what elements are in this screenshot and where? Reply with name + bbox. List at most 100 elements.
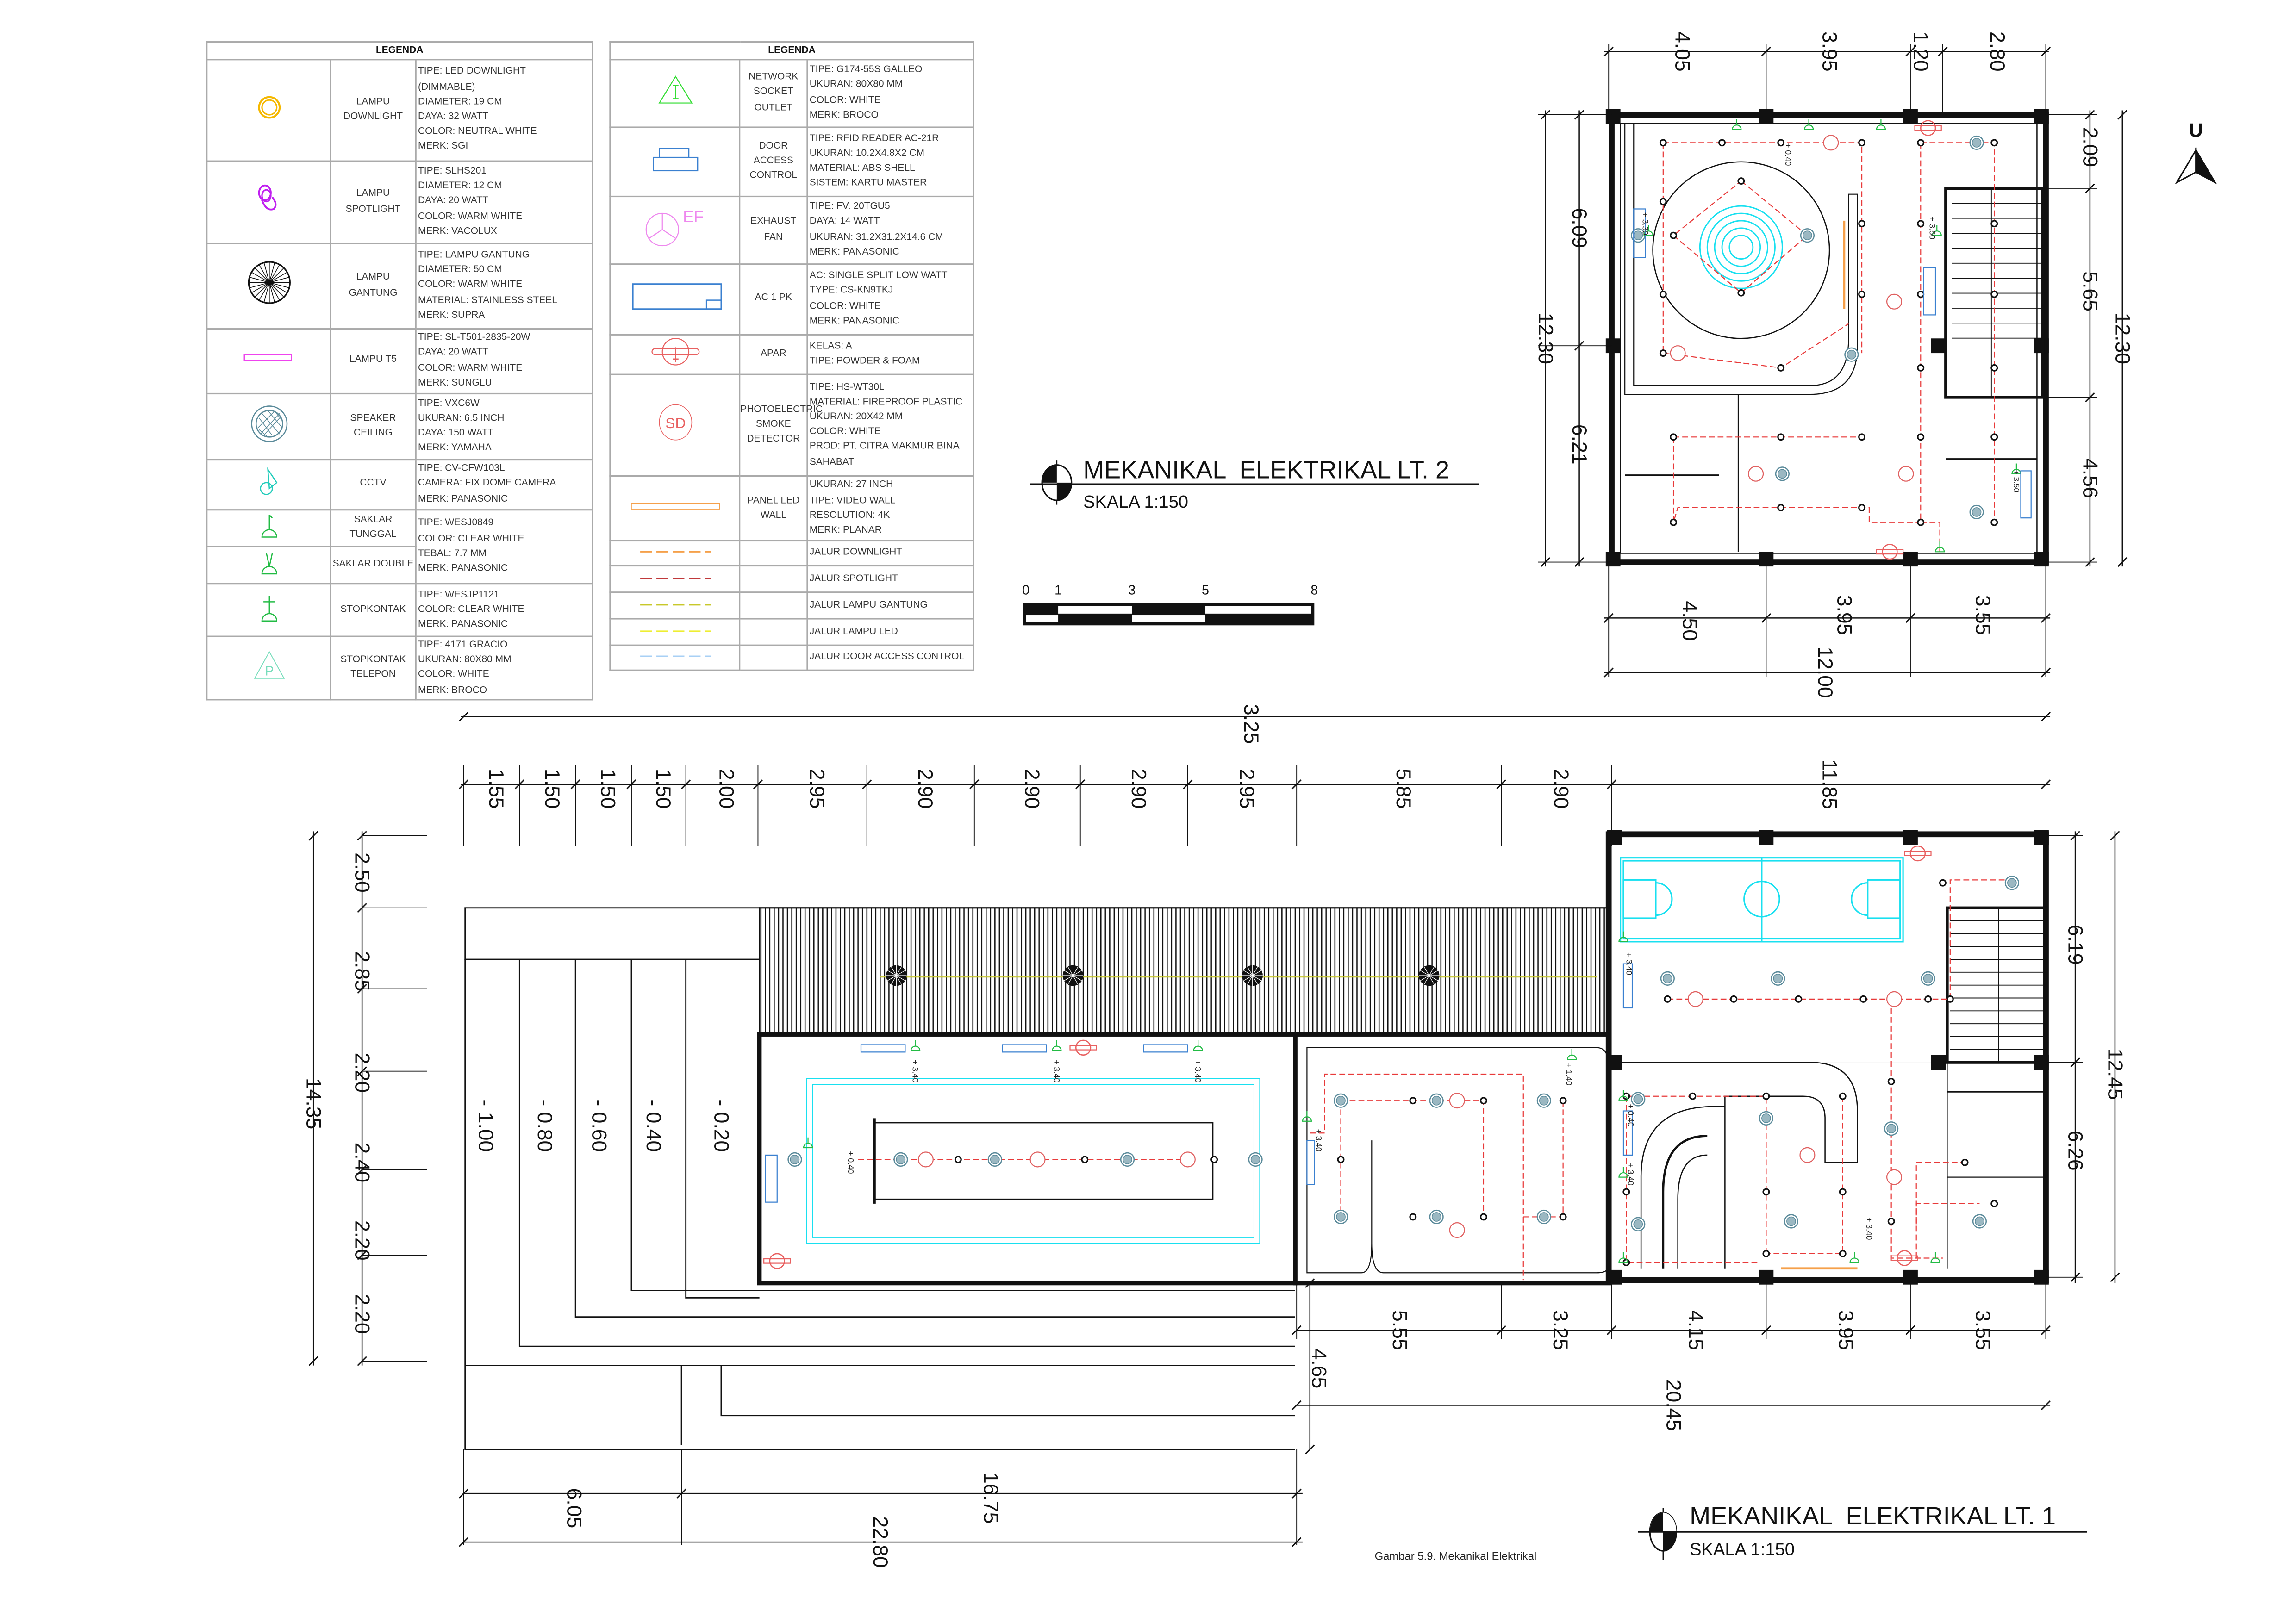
dimension-label: 5.65	[2078, 271, 2101, 311]
legend-item-spec: JALUR LAMPU LED	[806, 618, 974, 647]
legend-name-line: EXHAUST FAN	[750, 217, 797, 243]
plan-title-lt1: MEKANIKAL ELEKTRIKAL LT. 1	[1690, 1502, 2056, 1530]
legend-symbol	[609, 565, 741, 593]
downlight-icon	[1887, 1218, 1895, 1225]
ac-unit-icon	[1306, 1139, 1315, 1185]
smoke-detector-icon	[917, 1151, 934, 1168]
legend-spec-line: JALUR DOWNLIGHT	[809, 547, 903, 558]
legend-row: JALUR DOOR ACCESS CONTROL	[609, 645, 974, 672]
legend-spec-line: JALUR LAMPU LED	[809, 626, 898, 637]
ac-unit-icon	[624, 284, 727, 315]
legend-symbol	[206, 459, 331, 511]
scale-bar-label: 5	[1202, 583, 1209, 598]
dimension-label: 1.55	[485, 769, 507, 809]
ceiling-speaker-icon	[1120, 1152, 1135, 1167]
dimension-label: 5.55	[1388, 1310, 1411, 1350]
legend-spec-line: DAYA: 150 WATT	[418, 428, 494, 439]
legend-spec-line: SISTEM: KARTU MASTER	[809, 178, 927, 189]
legend-row: SAKLAR DOUBLE	[206, 546, 593, 585]
downlight-icon	[1917, 518, 1925, 526]
downlight-icon	[1839, 1092, 1847, 1100]
dimension-label: 5.85	[1392, 769, 1415, 809]
downlight-icon	[1337, 1156, 1345, 1163]
legend-row: JALUR LAMPU LED	[609, 618, 974, 647]
legend-spec-line: TIPE: WESJ0849	[418, 518, 494, 529]
legend-item-name: STOPKONTAK	[330, 583, 417, 638]
downlight-icon	[1917, 290, 1925, 298]
dashed-line-icon	[636, 652, 713, 662]
elevation-label: + 3.40	[1865, 1217, 1874, 1240]
dimension-label: 2.00	[715, 769, 738, 809]
legend-name-line: DOOR ACCESS	[753, 141, 793, 166]
legend-symbol	[206, 509, 331, 548]
legend-name-line: SMOKE	[755, 419, 791, 430]
column	[1759, 830, 1774, 845]
legend-spec-line: TYPE: CS-KN9TKJ	[809, 286, 893, 297]
pendant-lamps	[886, 965, 1440, 986]
switch-icon	[1052, 1040, 1062, 1051]
legend-symbol	[609, 540, 741, 567]
switch-icon	[1930, 1252, 1940, 1263]
downlight-icon	[1887, 1077, 1895, 1085]
legend-symbol: EF	[609, 195, 741, 265]
legend-spec-line: (DIMMABLE)	[418, 81, 475, 93]
legend-item-name	[739, 645, 808, 672]
terrace-deck	[759, 907, 1610, 1035]
dimension-label: 2.20	[351, 1294, 374, 1334]
legend-spec-line: RESOLUTION: 4K	[809, 510, 890, 521]
legend-name-line: LAMPU T5	[349, 355, 397, 366]
downlight-icon	[1659, 198, 1667, 205]
downlight-icon	[1479, 1213, 1487, 1221]
downlight-icon	[1718, 139, 1726, 147]
downlight-icon	[1858, 290, 1866, 298]
downlight-icon	[1670, 518, 1678, 526]
legend-item-spec: JALUR DOWNLIGHT	[806, 540, 974, 567]
legend-symbol: SD	[609, 374, 741, 477]
downlight-icon	[1939, 879, 1947, 887]
elevation-label: + 3.40	[1626, 1163, 1635, 1186]
legend-symbol: P	[206, 636, 331, 701]
legend-name-line: SPOTLIGHT	[345, 204, 401, 214]
legend-spec-line: MATERIAL: STAINLESS STEEL	[418, 295, 557, 306]
legend-name-line: DETECTOR	[747, 434, 800, 445]
downlight-icon	[1839, 1188, 1847, 1196]
elevation-label: + 3.40	[1314, 1129, 1323, 1152]
svg-text:EF: EF	[682, 208, 703, 226]
legend-spec-line: COLOR: WARM WHITE	[418, 280, 523, 291]
legend-name-line: APAR	[761, 348, 786, 359]
dimension-label: 2.40	[351, 1142, 374, 1182]
dimension-label: 1.50	[597, 769, 619, 809]
legend-name-line: TUNGGAL	[349, 529, 397, 541]
legend-spec-line: TIPE: VXC6W	[418, 398, 480, 409]
legend-spec-line: TIPE: LAMPU GANTUNG	[418, 250, 530, 261]
legend-symbol	[206, 160, 331, 244]
column	[1607, 1269, 1622, 1285]
downlight-icon	[1081, 1156, 1089, 1163]
legend-name-line: AC 1 PK	[755, 293, 792, 304]
column	[1605, 109, 1621, 124]
ceiling-speaker-icon	[1969, 504, 1984, 520]
legend-row: JALUR SPOTLIGHT	[609, 565, 974, 593]
dimension-label: 14.35	[302, 1078, 325, 1129]
dimension-label: 3.55	[1971, 595, 1994, 635]
ac-unit-icon	[1633, 208, 1646, 258]
ceiling-speaker-icon	[987, 1152, 1002, 1167]
legend-item-name: EXHAUST FAN	[739, 195, 808, 265]
spotlight-icon	[254, 185, 283, 218]
switch-icon	[910, 1040, 921, 1051]
legend-item-spec: JALUR SPOTLIGHT	[806, 565, 974, 593]
ceiling-speaker-icon	[1536, 1093, 1551, 1108]
smoke-detector-icon	[1670, 345, 1686, 361]
dimension-label: 4.05	[1671, 31, 1694, 72]
legend-spec-line: MATERIAL: FIREPROOF PLASTIC	[809, 397, 963, 408]
